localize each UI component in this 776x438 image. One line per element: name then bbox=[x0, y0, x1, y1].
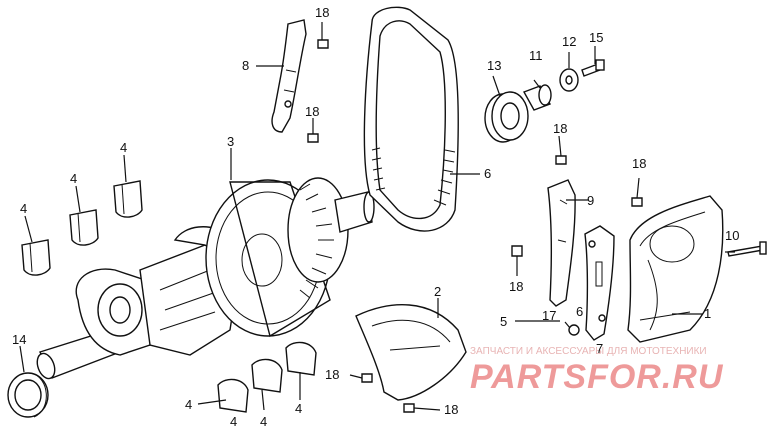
label-4-a: 4 bbox=[20, 201, 27, 216]
label-4-b: 4 bbox=[70, 171, 77, 186]
label-2: 2 bbox=[434, 284, 441, 299]
bolt-18-g bbox=[403, 403, 415, 413]
bolt-18-f bbox=[361, 373, 373, 383]
bearing-shell-b bbox=[69, 209, 99, 246]
watermark-tagline: ЗАПЧАСТИ И АКСЕССУАРЫ ДЛЯ МОТОТЕХНИКИ bbox=[470, 346, 707, 357]
label-18-e: 18 bbox=[509, 279, 523, 294]
bolt-18-c bbox=[555, 155, 567, 165]
label-17: 17 bbox=[542, 308, 556, 323]
oil-seal-part-14 bbox=[7, 372, 49, 418]
label-10: 10 bbox=[725, 228, 739, 243]
label-18-f: 18 bbox=[325, 367, 339, 382]
label-18-b: 18 bbox=[305, 104, 319, 119]
label-18-c: 18 bbox=[553, 121, 567, 136]
label-13: 13 bbox=[487, 58, 501, 73]
bushing-part-11 bbox=[522, 84, 552, 111]
label-7: 7 bbox=[596, 341, 603, 356]
label-11: 11 bbox=[529, 48, 543, 63]
label-8: 8 bbox=[242, 58, 249, 73]
bearing-shell-e bbox=[251, 358, 283, 393]
bolt-part-10 bbox=[727, 241, 767, 257]
label-14: 14 bbox=[12, 332, 26, 347]
washer-part-12 bbox=[559, 68, 579, 92]
guide-plate-part-7 bbox=[584, 225, 615, 341]
bolt-18-b bbox=[307, 133, 319, 143]
ball-bearing-part-13 bbox=[484, 91, 529, 143]
label-6-a: 6 bbox=[484, 166, 491, 181]
label-4-f: 4 bbox=[260, 414, 267, 429]
leader-lines bbox=[19, 22, 735, 411]
cam-chain-part-6 bbox=[363, 6, 459, 232]
tensioner-part-9 bbox=[547, 179, 576, 307]
bolt-18-d bbox=[631, 197, 643, 207]
bearing-shell-a bbox=[21, 239, 51, 276]
cover-part-1 bbox=[627, 195, 724, 343]
watermark-logo: PARTSFOR.RU bbox=[470, 358, 724, 396]
chain-cover-part-2 bbox=[355, 304, 467, 401]
label-3: 3 bbox=[227, 134, 234, 149]
label-5: 5 bbox=[500, 314, 507, 329]
label-6-b: 6 bbox=[576, 304, 583, 319]
bushing-part-6 bbox=[568, 324, 580, 336]
label-1: 1 bbox=[704, 306, 711, 321]
label-4-d: 4 bbox=[185, 397, 192, 412]
label-18-d: 18 bbox=[632, 156, 646, 171]
label-4-c: 4 bbox=[120, 140, 127, 155]
label-4-e: 4 bbox=[230, 414, 237, 429]
guide-bracket-part-8 bbox=[271, 19, 307, 133]
label-15: 15 bbox=[589, 30, 603, 45]
label-18-g: 18 bbox=[444, 402, 458, 417]
bearing-shell-d bbox=[217, 378, 249, 413]
label-4-g: 4 bbox=[295, 401, 302, 416]
label-18-a: 18 bbox=[315, 5, 329, 20]
bolt-part-15 bbox=[581, 59, 605, 77]
label-12: 12 bbox=[562, 34, 576, 49]
bearing-shell-c bbox=[113, 180, 143, 218]
bearing-shell-f bbox=[285, 341, 317, 376]
label-9: 9 bbox=[587, 193, 594, 208]
crankshaft-part-3 bbox=[36, 177, 375, 380]
bolt-18-e bbox=[511, 245, 523, 257]
bolt-18-a bbox=[317, 39, 329, 49]
